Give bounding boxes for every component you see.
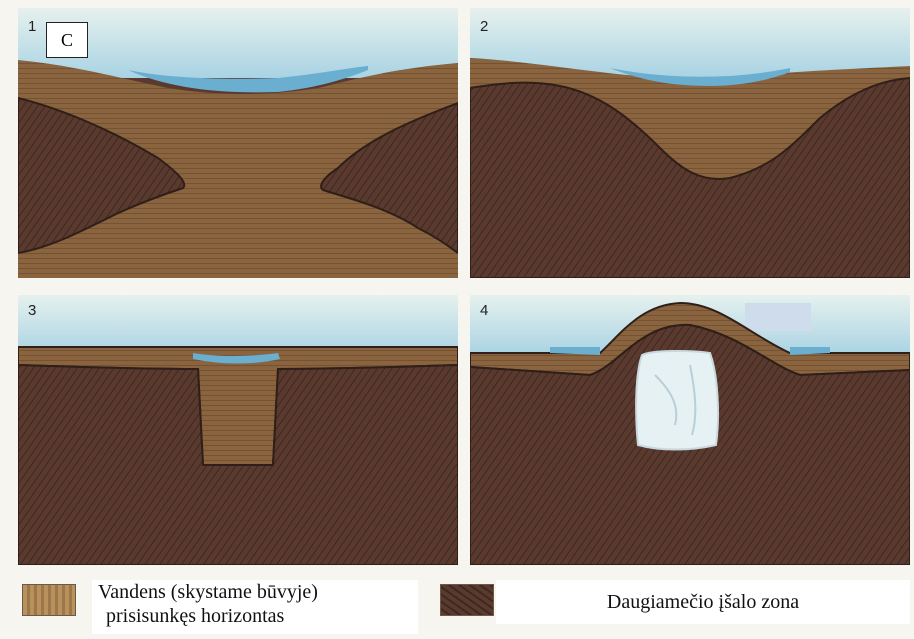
panel-2 xyxy=(470,8,910,278)
legend-label-thawed-layer: Vandens (skystame būvyje) prisisunkęs ho… xyxy=(92,580,418,634)
panel-2-illustration xyxy=(470,8,910,278)
panel-4 xyxy=(470,295,910,565)
legend-label-line: Vandens (skystame būvyje) xyxy=(98,580,418,604)
legend-swatch-thawed-layer xyxy=(22,584,76,616)
figure-letter: C xyxy=(61,30,73,51)
panel-number: 1 xyxy=(28,18,36,35)
legend-label-permafrost: Daugiamečio įšalo zona xyxy=(496,580,910,624)
legend-label-line: Daugiamečio įšalo zona xyxy=(607,590,799,614)
panel-3-illustration xyxy=(18,295,458,565)
panel-number: 4 xyxy=(480,302,488,319)
panel-3 xyxy=(18,295,458,565)
legend-label-line: prisisunkęs horizontas xyxy=(98,604,418,628)
figure-letter-box: C xyxy=(46,22,88,58)
panel-4-illustration xyxy=(470,295,910,565)
panel-number: 3 xyxy=(28,302,36,319)
legend-swatch-permafrost xyxy=(440,584,494,616)
panel-number: 2 xyxy=(480,18,488,35)
